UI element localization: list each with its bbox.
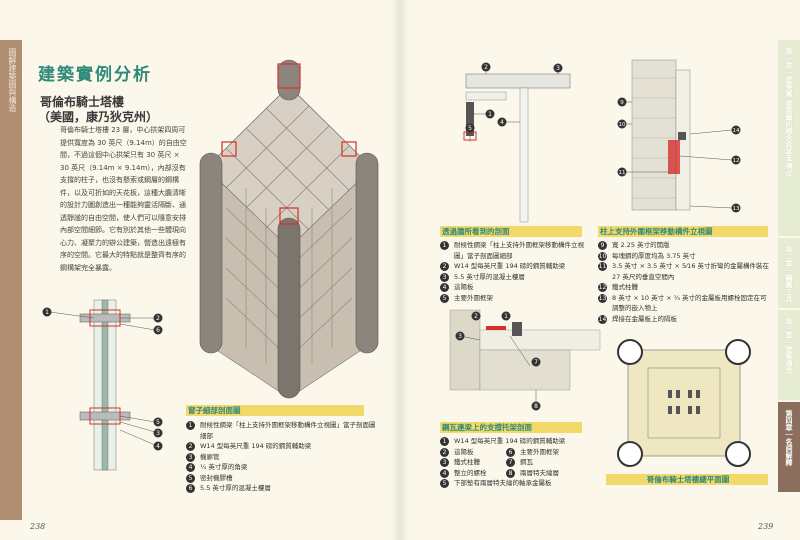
svg-text:10: 10: [619, 122, 626, 128]
svg-text:2: 2: [484, 64, 488, 71]
svg-text:7: 7: [534, 359, 538, 366]
left-chapter-strip: 圖解建築圖與構造: [0, 40, 22, 520]
column-elevation-caption: 柱上支持外圍框架移動構件立視圖: [598, 226, 768, 237]
svg-text:2: 2: [474, 313, 478, 320]
window-section-diagram: 1 2 6 5 3 4: [42, 299, 163, 471]
svg-text:9: 9: [620, 100, 624, 106]
site-plan-caption: 哥倫布騎士塔樓總平面圖: [606, 474, 768, 485]
svg-text:2: 2: [156, 315, 160, 322]
svg-text:1: 1: [45, 309, 49, 316]
window-section-caption: 窗子細部剖面圖: [186, 405, 364, 416]
svg-text:4: 4: [500, 119, 504, 126]
description-paragraph: 哥倫布騎士塔樓 23 層，中心拱架四周可提供寬度為 30 英尺（9.14m）的自…: [60, 126, 187, 272]
svg-text:3: 3: [458, 333, 462, 340]
tab-chapter-1[interactable]: 第一章｜建築圖‧建築圖的概念與基本構成: [778, 40, 800, 238]
svg-text:11: 11: [619, 170, 626, 176]
svg-text:1: 1: [488, 111, 492, 118]
tab-chapter-4[interactable]: 第四章｜名詞解釋: [778, 402, 800, 494]
building-location: （美國，康乃狄克州）: [38, 110, 159, 124]
tab-chapter-3[interactable]: 第三章｜建築構造: [778, 310, 800, 402]
page-number-left: 238: [30, 522, 46, 531]
page-number-right: 239: [758, 522, 774, 531]
svg-text:8: 8: [534, 403, 538, 410]
bracket-section-diagram: 2 1 3 7 8: [449, 309, 601, 411]
svg-text:5: 5: [468, 125, 472, 132]
svg-text:5: 5: [156, 419, 160, 426]
left-strip-title: 圖解建築圖與構造: [8, 48, 17, 112]
svg-text:14: 14: [733, 128, 740, 134]
book-spine: [392, 0, 408, 540]
building-name: 哥倫布騎士塔樓: [40, 95, 125, 109]
svg-text:3: 3: [156, 430, 160, 437]
svg-text:4: 4: [156, 443, 160, 450]
bracket-section-caption: 鋼瓦連梁上的支撐托架剖面: [440, 422, 582, 433]
column-elevation-diagram: 9 10 11 14 12 13: [617, 59, 741, 213]
svg-text:1: 1: [504, 313, 508, 320]
through-wall-section-diagram: 2 3 1 4 5: [463, 62, 571, 223]
svg-text:13: 13: [733, 206, 740, 212]
svg-text:12: 12: [733, 158, 740, 164]
svg-text:6: 6: [156, 327, 160, 334]
through-wall-caption: 透過牆所看到的剖面: [440, 226, 582, 237]
page-title: 建築實例分析: [38, 65, 152, 85]
tower-axonometric-illustration: [199, 59, 379, 399]
tab-chapter-2[interactable]: 第二章｜繪圖工具: [778, 238, 800, 310]
svg-text:3: 3: [556, 65, 560, 72]
site-plan-diagram: [617, 339, 751, 467]
